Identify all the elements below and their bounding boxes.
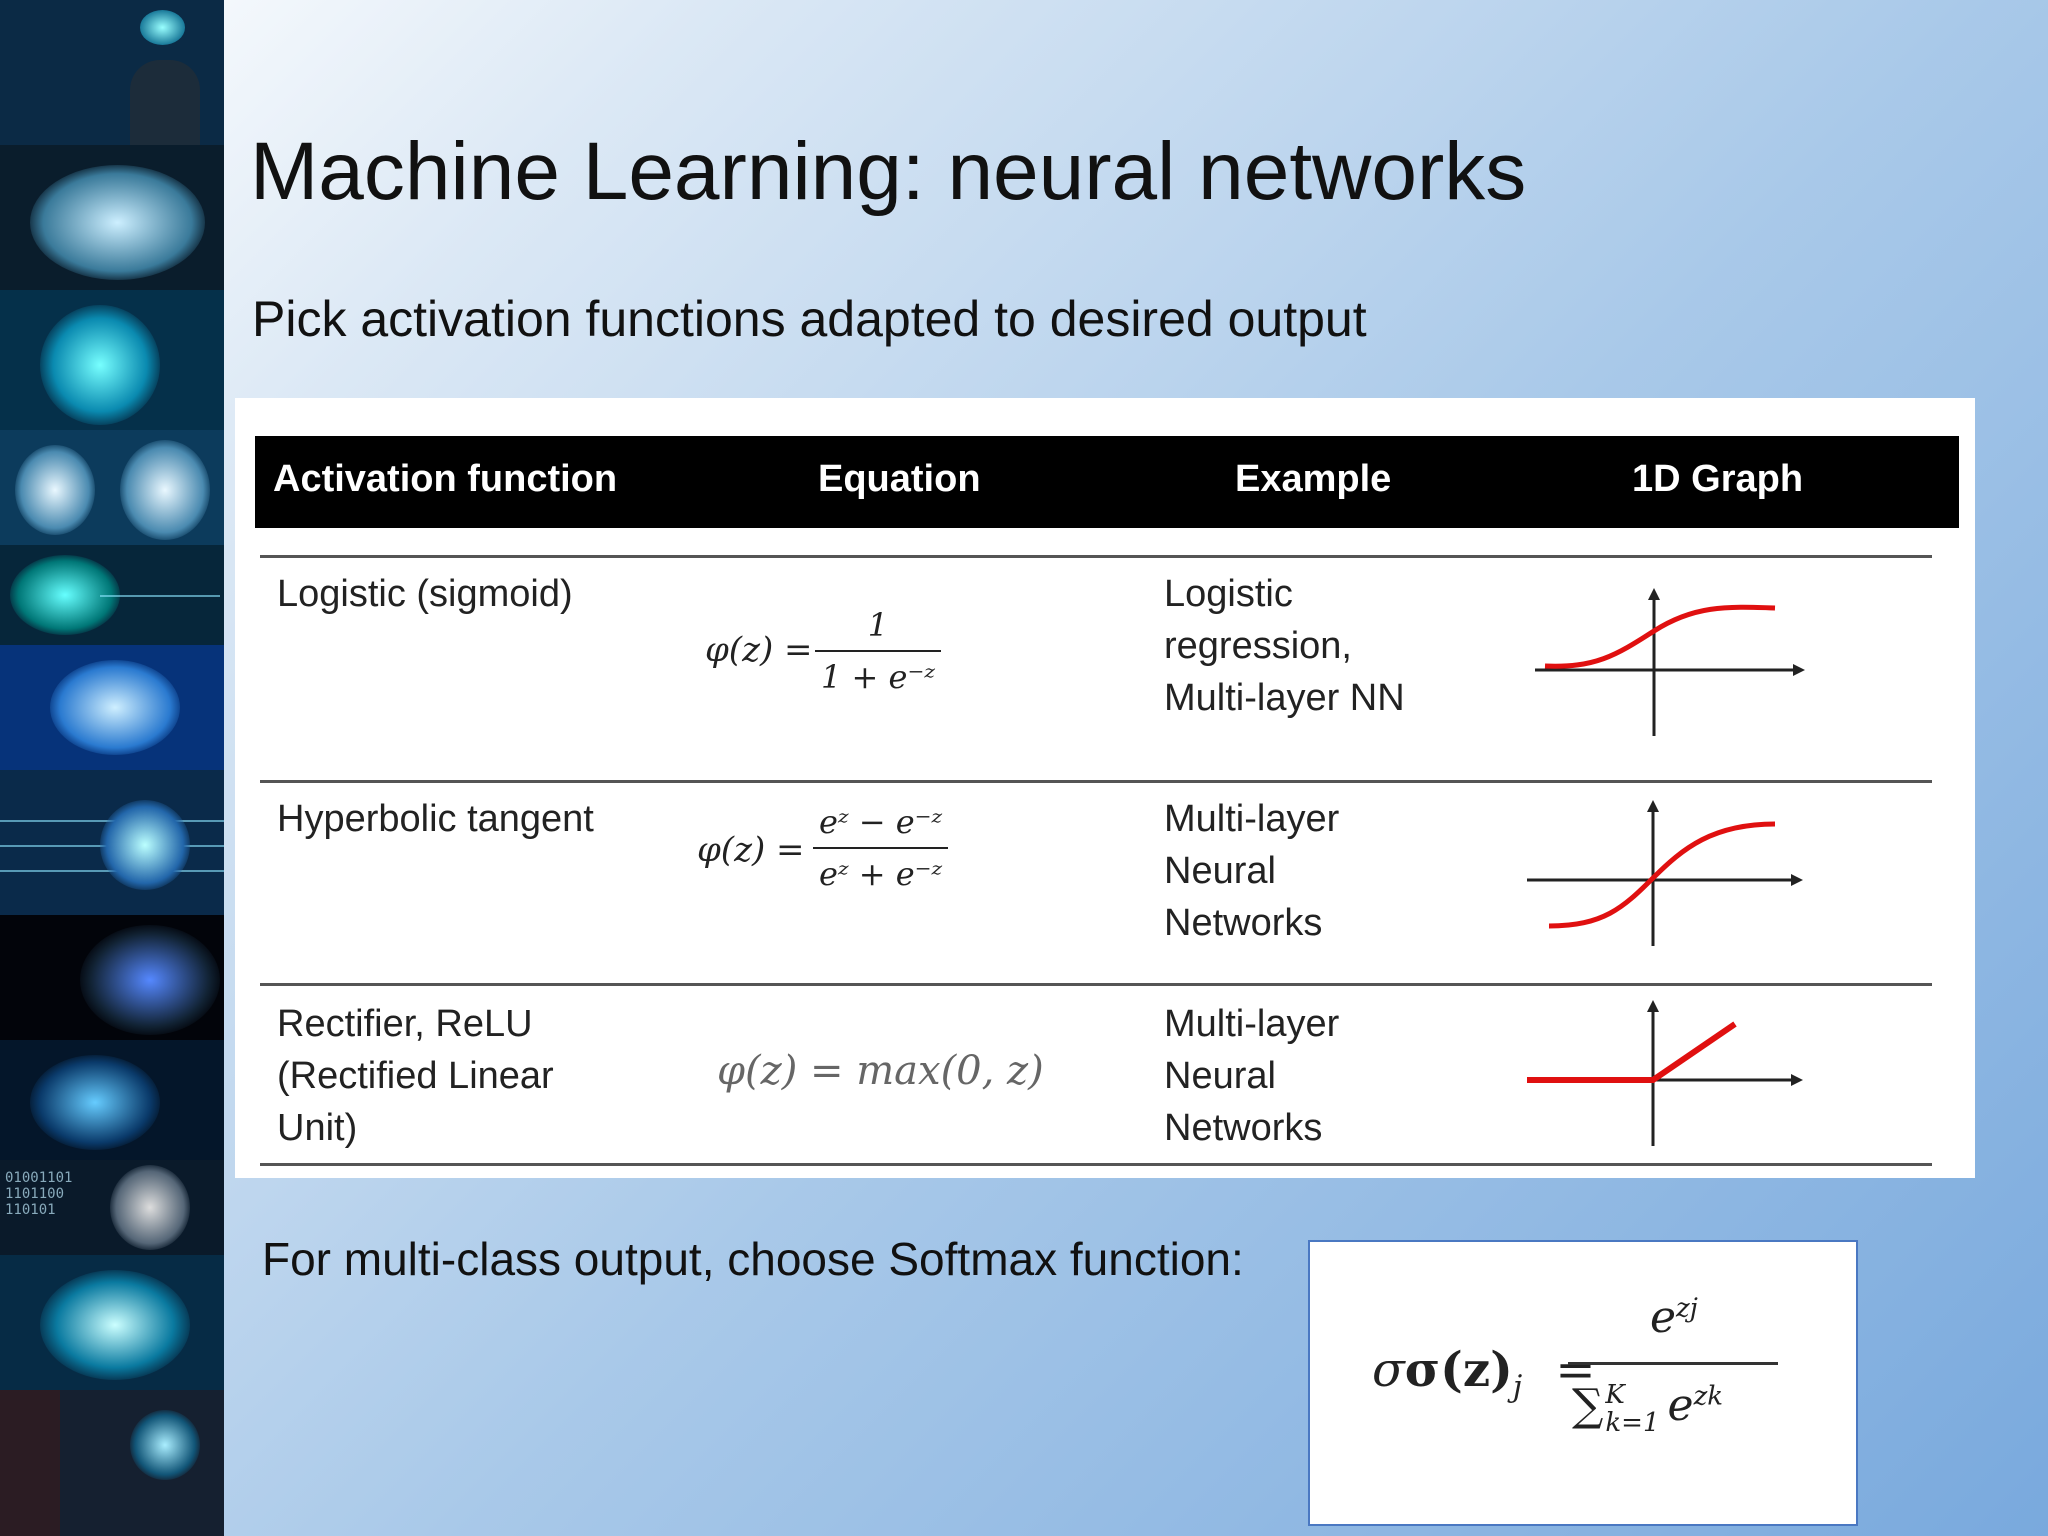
activation-table: Activation function Equation Example 1D … [235,398,1975,1178]
softmax-den-e: e [1667,1380,1694,1431]
row-divider [260,983,1932,986]
softmax-lhs-sub: j [1512,1369,1523,1405]
relu-graph [1527,1000,1803,1146]
softmax-sum-upper: K [1605,1379,1625,1410]
blue-brain-image [0,645,224,770]
row3-name-line: Rectifier, ReLU [277,1003,533,1045]
row2-example: Multi-layer Neural Networks [1164,793,1339,949]
softmax-num-e: e [1650,1292,1677,1343]
row1-example-line: Logistic [1164,573,1293,615]
row-divider [260,1163,1932,1166]
row3-equation: φ(z) = max(0, z) [717,1048,1044,1094]
orange-brain-head-image [0,1390,224,1536]
row1-example-line: regression, [1164,625,1352,667]
header-1d-graph: 1D Graph [1632,458,1804,500]
ai-head-image [0,0,224,145]
header-activation-function: Activation function [273,458,618,500]
row1-example: Logistic regression, Multi-layer NN [1164,568,1405,724]
row3-name: Rectifier, ReLU (Rectified Linear Unit) [277,998,554,1154]
cyber-face-image [0,915,224,1040]
row3-example: Multi-layer Neural Networks [1164,998,1339,1154]
row3-example-line: Neural [1164,1055,1276,1097]
softmax-sum: ∑ [1572,1380,1604,1431]
softmax-sum-lower: k=1 [1605,1407,1660,1438]
row3-name-line: (Rectified Linear [277,1055,554,1097]
header-example: Example [1235,458,1392,500]
tanh-graph [1527,800,1803,946]
gear-heads-image [0,430,224,545]
softmax-num-sup: zj [1676,1293,1698,1324]
softmax-fraction-bar [1568,1362,1778,1365]
softmax-den-sup: zk [1693,1381,1724,1412]
row2-equation-denominator: eᶻ + e⁻ᶻ [819,855,943,893]
row1-equation-denominator: 1 + e⁻ᶻ [821,658,935,696]
glowing-profile-image [0,545,224,645]
slide-title: Machine Learning: neural networks [250,126,1527,217]
softmax-caption: For multi-class output, choose Softmax f… [262,1233,1244,1285]
row1-name: Logistic (sigmoid) [277,573,573,615]
row3-example-line: Multi-layer [1164,1003,1340,1045]
digital-head-image [0,290,224,430]
row1-equation-lhs: φ(z) = [705,630,813,670]
row1-example-line: Multi-layer NN [1164,677,1405,719]
circuit-brain-image [0,145,224,290]
row-divider [260,780,1932,783]
row2-name: Hyperbolic tangent [277,798,594,840]
row3-example-line: Networks [1164,1107,1323,1149]
row3-name-line: Unit) [277,1107,358,1149]
softmax-lhs: σσ(z)j = [1372,1342,1596,1405]
row1-equation-numerator: 1 [867,606,889,644]
glowing-brain-head-image [0,1255,224,1390]
header-equation: Equation [818,458,981,500]
row-divider [260,555,1932,558]
row2-equation-numerator: eᶻ − e⁻ᶻ [819,803,943,841]
slide-subtitle: Pick activation functions adapted to des… [252,291,1367,347]
neural-wires-image [0,770,224,915]
softmax-lhs-text: σ(z) [1404,1342,1513,1398]
circuit-head-image [0,1040,224,1160]
row2-example-line: Networks [1164,902,1323,944]
row2-example-line: Neural [1164,850,1276,892]
row2-example-line: Multi-layer [1164,798,1340,840]
softmax-equals: = [1555,1342,1596,1398]
table-header: Activation function Equation Example 1D … [255,436,1959,528]
softmax-numerator: ezj [1650,1292,1698,1343]
sigmoid-graph [1535,588,1805,736]
row2-equation-fraction: eᶻ − e⁻ᶻ eᶻ + e⁻ᶻ [813,803,949,893]
row1-equation-fraction: 1 1 + e⁻ᶻ [815,606,941,696]
row2-equation-lhs: φ(z) = [697,830,805,870]
